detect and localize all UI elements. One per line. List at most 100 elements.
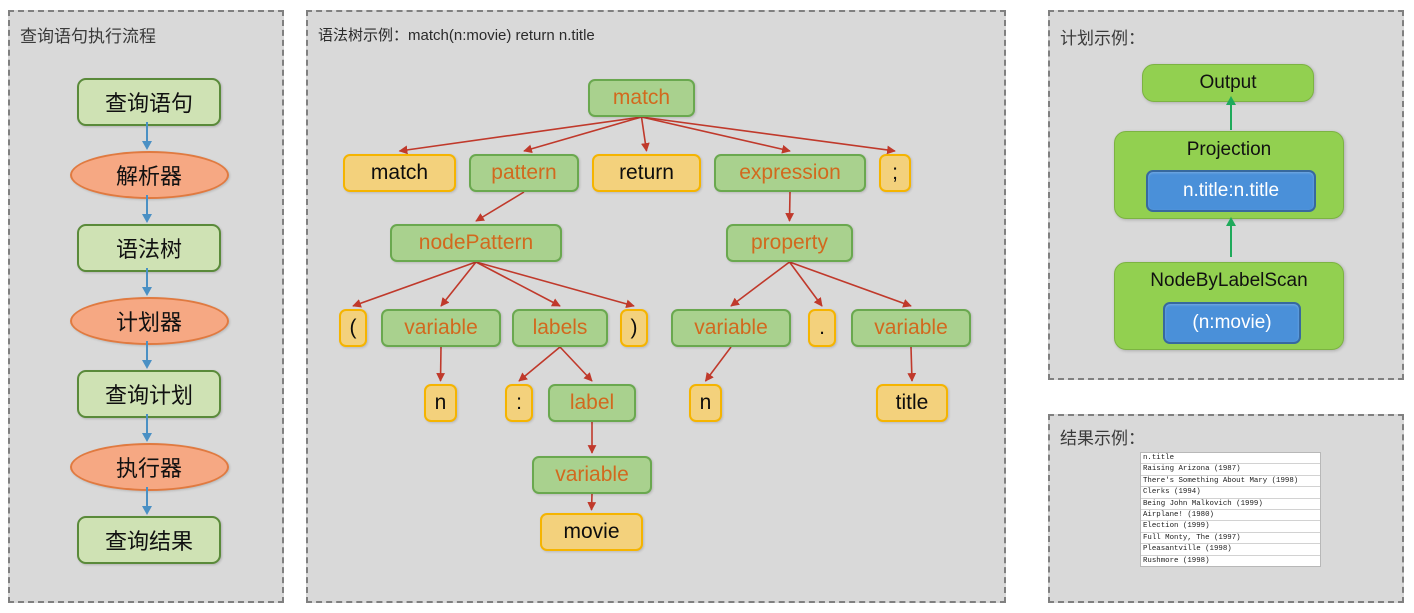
plan-arrow-scan-to-projection [1226,217,1236,257]
result-table-row: There's Something About Mary (1998) [1141,476,1320,488]
result-table-row: Clerks (1994) [1141,487,1320,499]
tree-node-label: variable [404,316,478,339]
flow-step-1[interactable]: 解析器 [69,151,229,199]
result-table-row: Being John Malkovich (1999) [1141,499,1320,511]
tree-edge-property-to-dot [788,261,823,307]
result-table-row: Rushmore (1998) [1143,556,1210,565]
tree-node-label: variable [555,463,629,486]
flow-step-label: 解析器 [115,164,182,189]
flow-step-5[interactable]: 执行器 [69,443,229,491]
tree-node-expression[interactable]: expression [714,154,866,192]
flow-arrow-0 [142,122,152,150]
tree-edge-var2-to-n2 [704,346,732,382]
tree-edge-var4-to-movie [587,493,597,511]
tree-node-label: expression [739,161,841,184]
tree-edge-property-to-var2 [730,261,790,307]
flow-step-6[interactable]: 查询结果 [77,516,221,564]
flow-step-2[interactable]: 语法树 [77,224,221,272]
tree-node-label: n [699,391,712,414]
tree-node-label: property [750,231,829,254]
tree-node-label: ( [349,316,357,339]
tree-edge-root-to-expression [641,116,791,154]
tree-node-kw-return[interactable]: return [592,154,701,192]
flow-step-label: 计划器 [115,310,182,335]
tree-node-n2[interactable]: n [689,384,722,422]
tree-node-label[interactable]: label [548,384,636,422]
result-table-row: Raising Arizona (1987) [1141,464,1320,476]
tree-node-semicolon[interactable]: ; [879,154,911,192]
flow-arrow-5 [142,487,152,515]
tree-node-dot[interactable]: . [808,309,836,347]
tree-node-nodePattern[interactable]: nodePattern [390,224,562,262]
tree-node-n1[interactable]: n [424,384,457,422]
tree-node-label: pattern [491,161,557,184]
tree-node-label: ; [892,161,898,184]
tree-node-label: nodePattern [418,231,534,254]
flow-arrow-1 [142,195,152,223]
tree-node-label: label [569,391,615,414]
plan-node-projection-detail: n.title:n.title [1146,170,1316,212]
tree-node-label: return [619,161,674,184]
flow-arrow-4 [142,414,152,442]
tree-node-movie[interactable]: movie [540,513,643,551]
result-table-row: Pleasantville (1998) [1141,544,1320,556]
syntax-tree-title-query: match(n:movie) return n.title [408,27,595,44]
tree-node-label: ) [630,316,638,339]
tree-edge-var1-to-n1 [436,346,446,382]
result-panel-title: 结果示例： [1060,429,1145,448]
tree-edge-var3-to-title [907,346,917,382]
tree-node-pattern[interactable]: pattern [469,154,579,192]
flow-step-label: 查询计划 [104,383,193,408]
plan-node-projection-caption: Projection [1186,139,1272,160]
tree-edge-root-to-kw-return [640,116,650,152]
tree-edge-expression-to-property [785,191,795,222]
plan-arrow-projection-to-output [1226,96,1236,130]
tree-edge-nodePattern-to-lparen [352,261,477,308]
flow-panel-title: 查询语句执行流程 [20,27,156,46]
tree-node-var4[interactable]: variable [532,456,652,494]
tree-node-kw-match[interactable]: match [343,154,456,192]
tree-node-label: . [819,316,825,339]
plan-node-nodebylabelscan-detail: (n:movie) [1163,302,1301,344]
plan-panel-title: 计划示例： [1060,29,1145,48]
tree-node-lparen[interactable]: ( [339,309,367,347]
tree-node-var2[interactable]: variable [671,309,791,347]
flow-step-label: 查询结果 [104,529,193,554]
tree-node-root[interactable]: match [588,79,695,117]
result-table-row: Airplane! (1980) [1141,510,1320,522]
tree-node-label: title [895,391,929,414]
tree-node-label: variable [694,316,768,339]
flow-step-0[interactable]: 查询语句 [77,78,221,126]
tree-node-label: labels [532,316,588,339]
tree-edge-root-to-kw-match [398,116,642,155]
tree-node-label: match [612,86,671,109]
tree-edge-nodePattern-to-var1 [440,261,477,307]
tree-node-title[interactable]: title [876,384,948,422]
tree-node-var3[interactable]: variable [851,309,971,347]
tree-node-label: variable [874,316,948,339]
result-table-header: n.title [1141,453,1320,465]
tree-node-label: match [370,161,429,184]
tree-edge-labels-to-label [559,346,593,382]
syntax-tree-panel: match match pattern return expression; nodePa… [306,10,1006,603]
tree-node-var1[interactable]: variable [381,309,501,347]
tree-node-label: : [516,391,522,414]
tree-edge-property-to-var3 [789,261,912,308]
syntax-tree-title-zh: 语法树示例： [318,28,409,44]
tree-node-labels[interactable]: labels [512,309,608,347]
result-table-row: Full Monty, The (1997) [1141,533,1320,545]
tree-node-label: movie [563,520,620,543]
tree-edge-root-to-semicolon [641,116,896,155]
tree-node-colon[interactable]: : [505,384,533,422]
flow-step-3[interactable]: 计划器 [69,297,229,345]
tree-node-rparen[interactable]: ) [620,309,648,347]
flow-step-4[interactable]: 查询计划 [77,370,221,418]
tree-node-property[interactable]: property [726,224,853,262]
result-table-row: Election (1999) [1141,521,1320,533]
flow-step-label: 查询语句 [104,91,193,116]
plan-node-nodebylabelscan-caption: NodeByLabelScan [1150,270,1308,291]
tree-edge-root-to-pattern [523,116,642,154]
flow-arrow-2 [142,268,152,296]
flow-step-label: 语法树 [115,237,182,262]
